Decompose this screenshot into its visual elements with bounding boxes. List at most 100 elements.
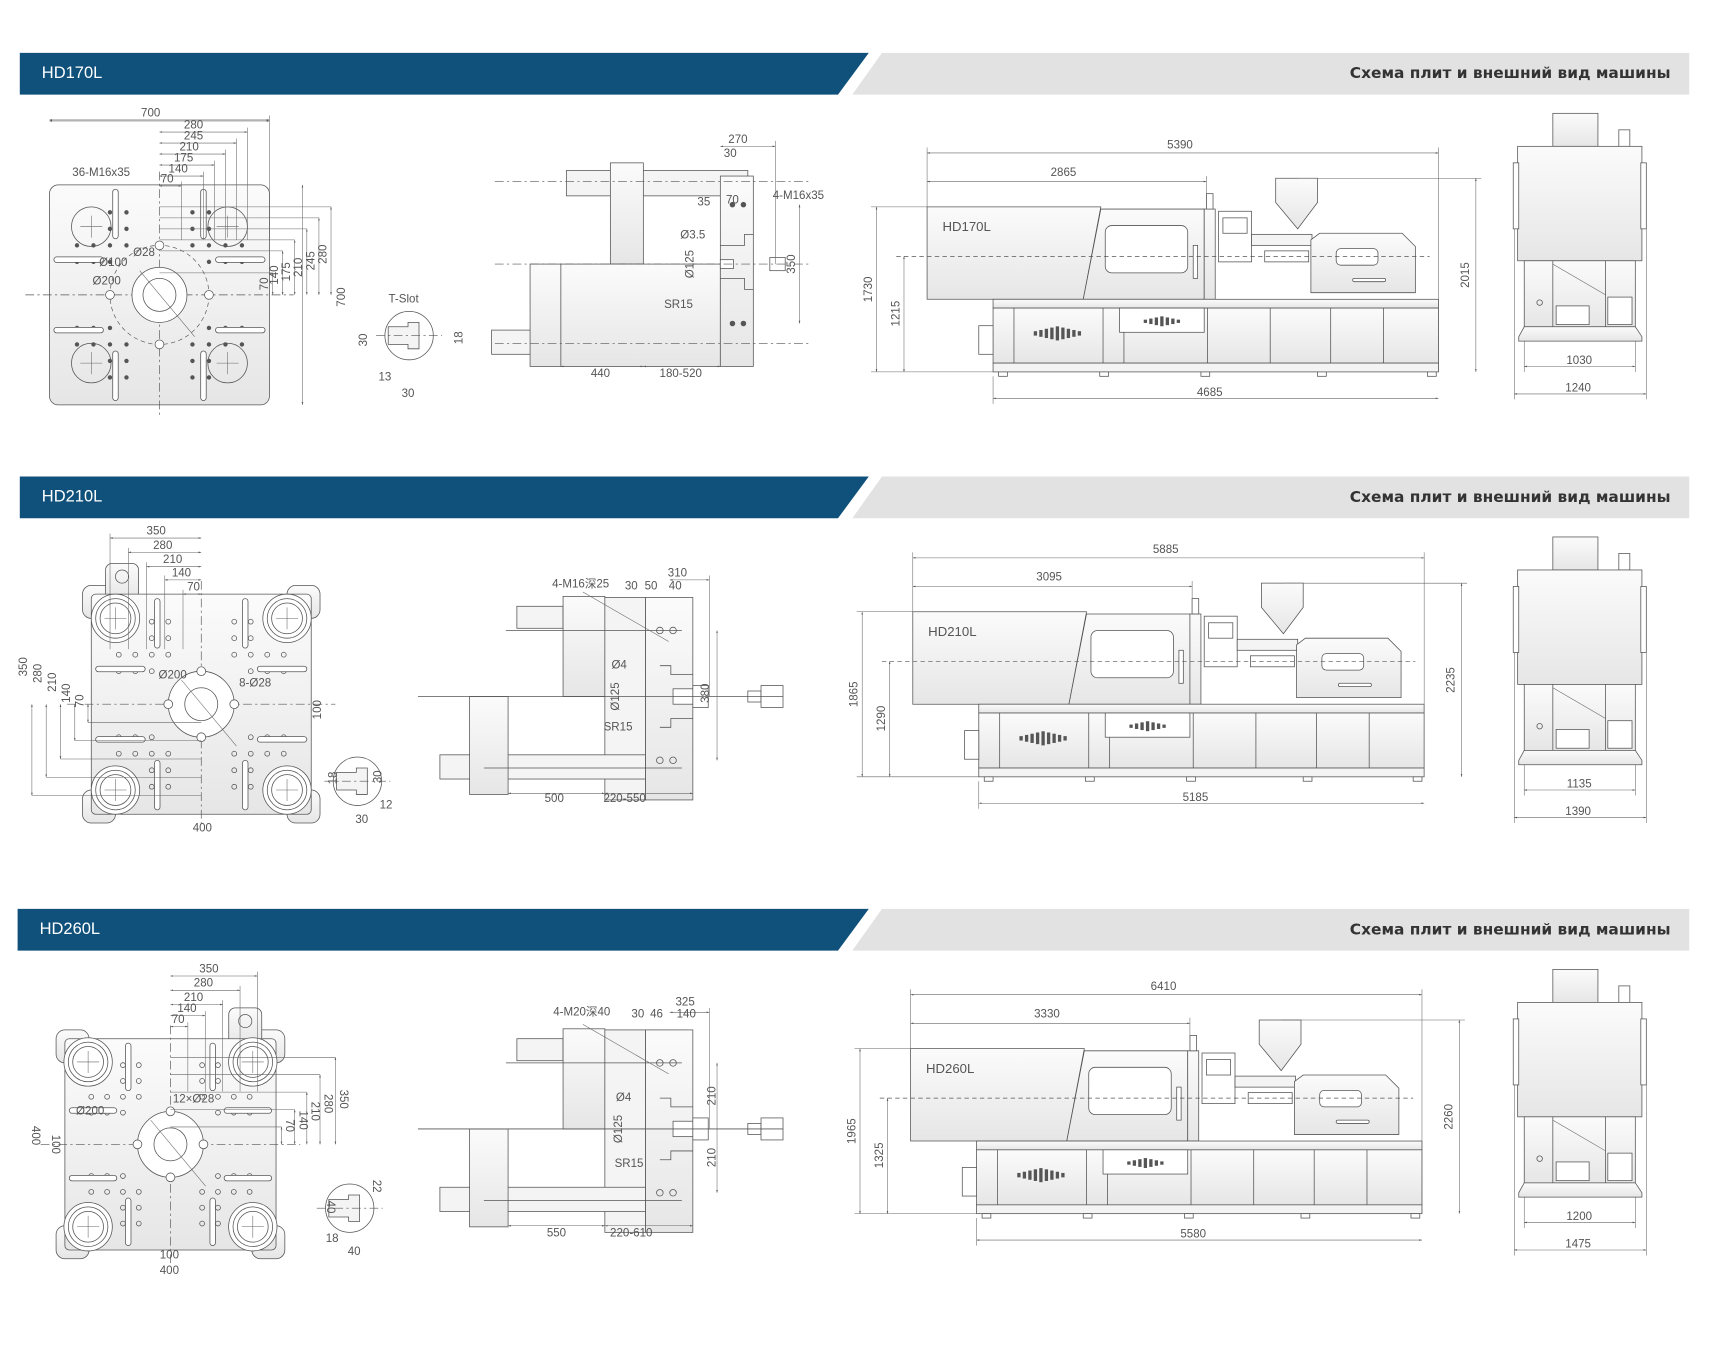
t-slot	[125, 1042, 132, 1092]
dimension-label: 140	[61, 684, 73, 703]
header-title-band	[19, 476, 869, 519]
dimension-label: 245	[305, 251, 317, 270]
machine-model-label: HD260L	[926, 1061, 974, 1076]
bolt-hole	[656, 626, 664, 635]
t-slot-profile	[336, 767, 368, 795]
leader-line	[150, 1119, 206, 1187]
tie-bar-bore-inner	[95, 598, 136, 639]
mounting-hole	[199, 1062, 205, 1068]
dimension-label: 30	[631, 1009, 644, 1021]
t-slot	[242, 598, 249, 649]
ejector-hole	[154, 240, 165, 251]
dimension-label: 400	[29, 1126, 41, 1145]
drain-port	[1536, 723, 1543, 730]
dimension-label: Ø200	[76, 1105, 104, 1117]
mounting-hole	[190, 375, 195, 380]
dimension-label: 280	[322, 1094, 334, 1113]
dimension-label: 280	[184, 119, 203, 131]
dimension-label: Ø125	[685, 250, 697, 278]
mounting-hole	[165, 651, 172, 658]
mounting-hole	[107, 210, 113, 215]
vent-slot	[1044, 1169, 1049, 1181]
t-slot	[242, 759, 249, 811]
door-handle	[1176, 1086, 1182, 1121]
dimension-label: 70	[187, 582, 200, 594]
side-latch	[1640, 1018, 1647, 1086]
dimension-label: 400	[193, 823, 212, 835]
dimension-label: 1730	[863, 277, 875, 303]
mounting-hole	[199, 1220, 205, 1227]
mounting-hole	[190, 342, 195, 347]
vent-slot	[1162, 724, 1166, 728]
vent-slot	[1132, 1160, 1137, 1166]
vent-slot	[1129, 724, 1133, 728]
clamp-cylinder	[469, 1128, 509, 1228]
injection-window	[1319, 1090, 1362, 1108]
vent-slot	[1145, 721, 1150, 732]
dimension-label: 440	[591, 368, 610, 380]
ejector-hole	[132, 1139, 143, 1150]
mounting-hole	[280, 750, 287, 757]
dimension-label: 30	[625, 581, 638, 593]
mounting-hole	[264, 750, 271, 757]
moving-platen	[609, 162, 644, 265]
mounting-hole	[215, 1093, 221, 1100]
signal-lamp	[1618, 553, 1631, 571]
section-subtitle: Схема плит и внешний вид машины	[1350, 488, 1671, 506]
dimension-label: Ø125	[613, 1115, 625, 1143]
fixed-platen	[1203, 208, 1216, 300]
dimension-label: 325	[676, 996, 695, 1008]
door-handle	[1192, 244, 1199, 279]
dimension-label: 280	[33, 664, 45, 683]
t-slot-profile	[387, 322, 420, 350]
dimension-label: 70	[74, 694, 86, 707]
leveling-foot	[1186, 776, 1196, 782]
dimension-label: 210	[293, 258, 305, 277]
dimension-label: 2235	[1446, 667, 1458, 693]
injection-barrel	[1236, 638, 1299, 651]
tie-bar-bore-core	[99, 774, 132, 806]
vent-slot	[1050, 327, 1054, 340]
t-slot	[154, 759, 161, 811]
mounting-hole	[107, 243, 113, 248]
dimension-label: 140	[269, 265, 281, 284]
dimension-label: 100	[49, 1135, 61, 1154]
mounting-hole	[115, 750, 122, 757]
mounting-hole	[124, 358, 129, 364]
mounting-hole	[120, 1173, 126, 1179]
moving-platen	[562, 595, 606, 697]
vent-slot	[1055, 326, 1060, 341]
section-subtitle: Схема плит и внешний вид машины	[1350, 64, 1671, 82]
guard-window	[1090, 630, 1174, 679]
header-subtitle-band	[852, 476, 1690, 519]
dimension-label: 13	[378, 371, 391, 383]
dimension-label: 18	[326, 1233, 339, 1245]
hose-line	[1552, 687, 1606, 719]
tie-bar-bore	[207, 342, 248, 384]
bolt-hole	[669, 626, 677, 635]
dimension-label: 1240	[1565, 382, 1591, 394]
dimension-label: 50	[645, 581, 658, 593]
injection-guard-housing	[1517, 145, 1643, 262]
dimension-label: 140	[169, 163, 188, 175]
dimension-label: 310	[668, 567, 687, 579]
leveling-foot	[1082, 1213, 1093, 1219]
clamp-cylinder	[529, 263, 562, 367]
platen-face-diagram: 350280210140703502802101407012×Ø28Ø20040…	[29, 963, 349, 1276]
tie-bar-bore-inner	[232, 1206, 273, 1247]
dimension-label: 140	[177, 1003, 196, 1015]
mounting-hole	[120, 1109, 126, 1116]
dimension-label: 350	[199, 963, 218, 975]
vent-slot	[1035, 732, 1040, 745]
guard-window	[1104, 225, 1189, 274]
dimension-label: 270	[728, 134, 747, 146]
vent-slot	[1061, 1172, 1065, 1178]
tie-bar-bore-inner	[266, 769, 308, 811]
mounting-hole	[199, 1093, 205, 1100]
mounting-hole	[199, 1189, 205, 1195]
hose-line	[1552, 263, 1606, 296]
